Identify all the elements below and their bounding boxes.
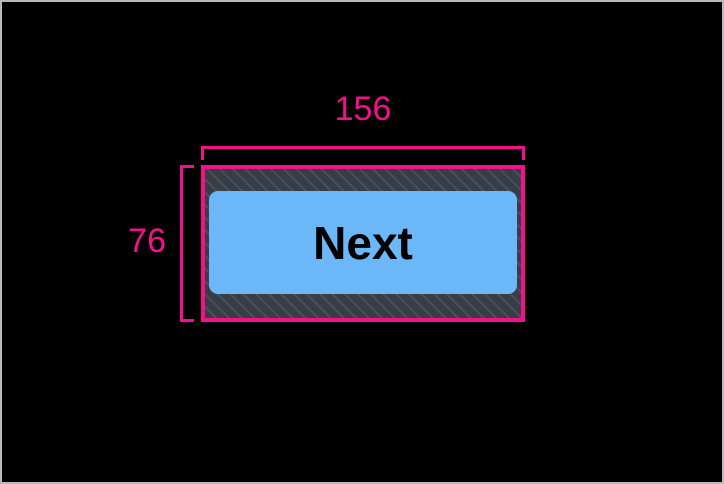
width-dimension-bracket bbox=[201, 146, 525, 160]
next-button-label: Next bbox=[313, 216, 413, 269]
height-dimension-label: 76 bbox=[128, 222, 166, 260]
width-dimension-label: 156 bbox=[334, 90, 392, 128]
measured-element-highlight: Next bbox=[201, 165, 525, 322]
next-button[interactable]: Next bbox=[209, 191, 517, 294]
height-dimension-bracket bbox=[180, 165, 194, 322]
